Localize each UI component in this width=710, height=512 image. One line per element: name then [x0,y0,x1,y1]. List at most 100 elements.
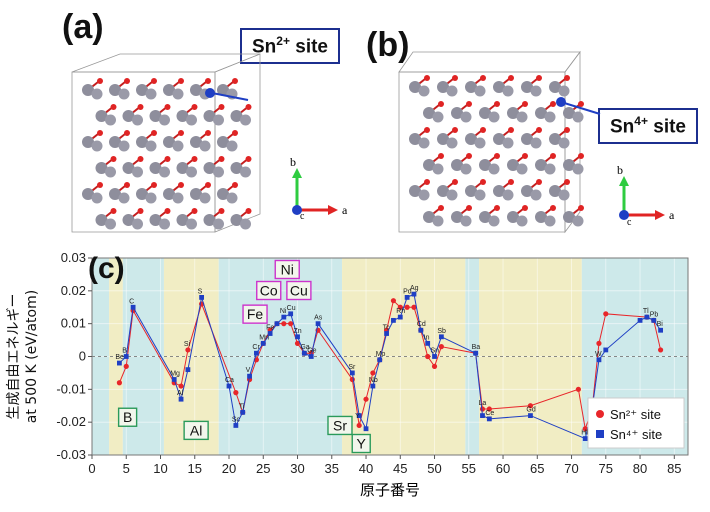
element-label: Ce [485,410,494,417]
element-label: As [314,315,323,322]
data-point [226,383,232,389]
element-label: Sn [431,348,440,355]
data-point [288,311,294,317]
data-point [473,350,479,356]
element-label: Si [184,341,191,348]
data-point [479,406,486,412]
sn4-site-callout: Sn4+ site [598,108,698,145]
data-point [260,340,266,346]
legend-label: Sn²⁺ site [610,407,661,422]
y-tick-label: 0.03 [61,250,86,265]
y-tick-label: 0.01 [61,316,86,331]
data-point [431,363,438,369]
x-axis-label: 原子番号 [360,481,420,499]
element-callout: Al [183,420,209,441]
data-point [349,370,355,376]
y-tick-label: -0.01 [56,381,86,396]
data-point [301,350,307,356]
sn2-site-callout: Sn2+ site [240,28,340,65]
panel-a-label: (a) [62,8,104,46]
data-point [178,396,184,402]
data-point [233,390,239,396]
data-point [185,347,191,353]
svg-text:b: b [290,155,296,169]
x-tick-label: 50 [427,461,441,476]
data-point [274,321,280,327]
x-tick-label: 30 [290,461,304,476]
data-point [117,360,122,366]
data-point [391,317,396,323]
svg-text:Fe: Fe [247,306,264,322]
svg-text:Y: Y [357,436,367,452]
element-label: Tc [383,325,391,332]
y-tick-label: -0.02 [56,414,86,429]
svg-text:b: b [617,163,623,177]
data-point [411,291,417,297]
data-point [267,331,273,336]
svg-text:c: c [300,211,305,220]
data-point [644,314,650,320]
element-label: Cr [252,344,260,351]
svg-text:B: B [123,409,132,425]
data-point [390,298,397,304]
data-point [116,380,123,386]
element-label: Tl [643,308,649,315]
element-label: Ni [280,308,287,315]
data-point [603,311,609,317]
data-point [637,317,643,323]
data-point [233,423,239,428]
legend-label: Sn⁴⁺ site [610,427,662,442]
svg-text:Al: Al [190,422,202,438]
svg-text:Ni: Ni [281,261,294,277]
data-point [404,304,410,310]
data-point [527,403,534,409]
data-point [363,396,369,402]
element-label: Bi [657,321,664,328]
data-point [480,413,485,418]
data-point [178,383,184,389]
panel-c-label: (c) [88,252,125,285]
x-tick-label: 80 [633,461,647,476]
data-point [281,314,287,320]
x-tick-label: 15 [188,461,202,476]
x-tick-label: 0 [88,461,95,476]
element-callout: Ni [274,259,300,280]
svg-text:a: a [669,208,675,222]
element-label: Fe [266,325,274,332]
element-label: Ge [307,348,316,355]
element-label: C [129,298,134,305]
element-label: Ga [300,344,309,351]
x-tick-label: 85 [667,461,681,476]
axes-glyph-a: b a c [290,155,348,220]
x-tick-label: 5 [123,461,130,476]
data-point [295,334,300,340]
data-point [185,367,191,373]
legend-marker [596,430,604,438]
data-point [575,386,581,392]
data-point [657,347,664,353]
x-tick-label: 45 [393,461,407,476]
data-point [603,347,609,353]
element-label: In [424,334,430,341]
element-label: Ba [472,344,481,351]
data-point [199,295,205,300]
element-label: B [122,348,127,355]
x-tick-label: 20 [222,461,236,476]
element-label: Nb [369,377,378,384]
svg-text:a: a [342,203,348,217]
panel-b-label: (b) [366,26,410,64]
x-tick-label: 65 [530,461,544,476]
element-label: S [198,288,203,295]
data-point [425,340,431,346]
element-label: Ag [410,285,419,292]
svg-text:Co: Co [260,283,278,299]
element-label: Y [355,413,360,420]
data-point [384,331,389,336]
data-point [294,340,301,346]
data-point [315,321,321,327]
data-point [582,426,588,432]
data-point [486,406,492,412]
data-point [596,357,602,363]
element-label: Hf [581,430,588,437]
